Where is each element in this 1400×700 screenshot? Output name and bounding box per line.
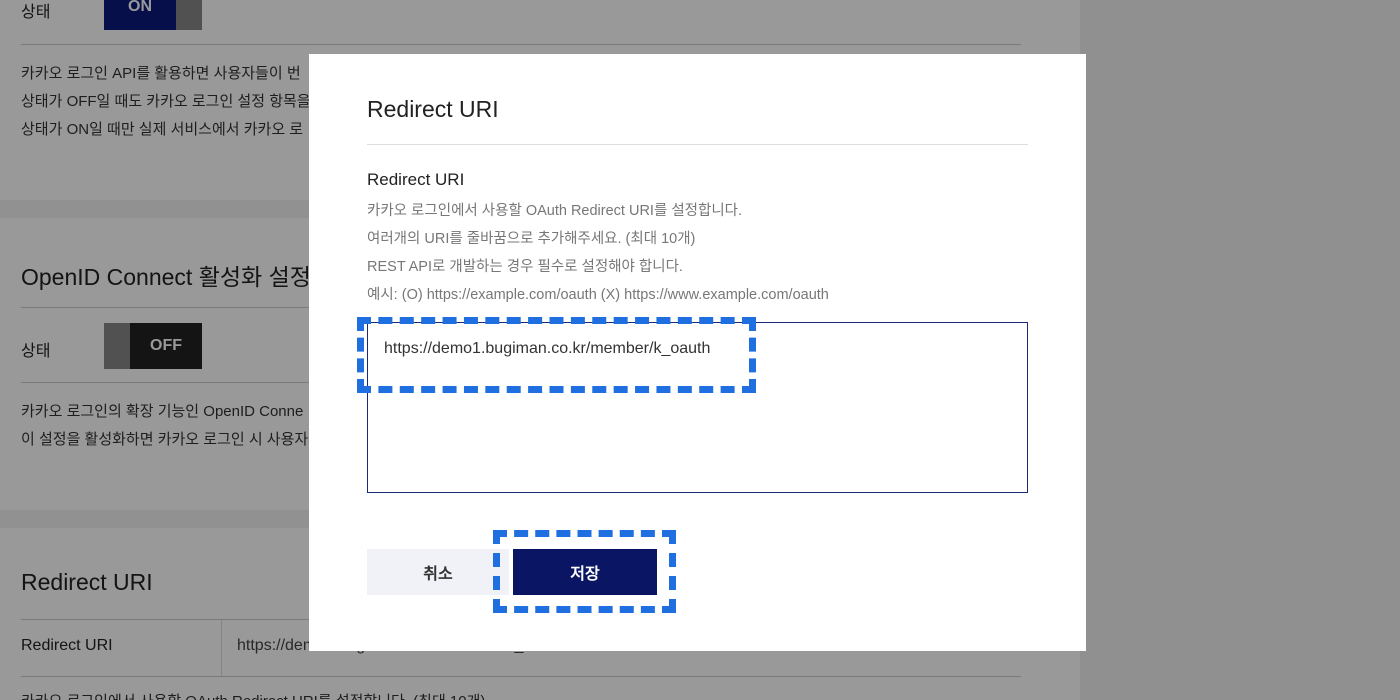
- modal-divider: [367, 144, 1028, 145]
- divider: [21, 676, 1021, 677]
- description-line: 상태가 OFF일 때도 카카오 로그인 설정 항목을: [21, 93, 311, 110]
- field-description: 카카오 로그인에서 사용할 OAuth Redirect URI를 설정합니다.…: [367, 197, 829, 309]
- redirect-section-title: Redirect URI: [21, 569, 153, 595]
- openid-toggle[interactable]: OFF: [104, 323, 202, 369]
- toggle-track: [104, 323, 130, 369]
- cancel-button[interactable]: 취소: [367, 549, 509, 595]
- description-line: 카카오 로그인에서 사용할 OAuth Redirect URI를 설정합니다.: [367, 203, 743, 219]
- description-line: 카카오 로그인 API를 활용하면 사용자들이 번: [21, 65, 301, 82]
- description-line: 여러개의 URI를 줄바꿈으로 추가해주세요. (최대 10개): [367, 231, 696, 247]
- modal-title: Redirect URI: [367, 96, 499, 122]
- description-line: 이 설정을 활성화하면 카카오 로그인 시 사용자: [21, 431, 309, 448]
- toggle-off-state: OFF: [130, 323, 202, 369]
- description-line: 상태가 ON일 때만 실제 서비스에서 카카오 로: [21, 121, 304, 138]
- openid-description: 카카오 로그인의 확장 기능인 OpenID Conne 이 설정을 활성화하면…: [21, 398, 308, 454]
- redirect-uri-modal: Redirect URI Redirect URI 카카오 로그인에서 사용할 …: [309, 54, 1086, 651]
- openid-section-title: OpenID Connect 활성화 설정: [21, 264, 311, 290]
- redirect-uri-textarea[interactable]: https://demo1.bugiman.co.kr/member/k_oau…: [367, 322, 1028, 493]
- kakao-login-status-label: 상태: [21, 4, 51, 21]
- redirect-description: 카카오 로그인에서 사용할 OAuth Redirect URI를 설정합니다.…: [21, 690, 485, 700]
- openid-status-label: 상태: [21, 343, 51, 360]
- description-line: REST API로 개발하는 경우 필수로 설정해야 합니다.: [367, 259, 683, 275]
- kakao-login-description: 카카오 로그인 API를 활용하면 사용자들이 번 상태가 OFF일 때도 카카…: [21, 60, 311, 144]
- toggle-on-state: ON: [104, 0, 176, 30]
- description-line: 카카오 로그인의 확장 기능인 OpenID Conne: [21, 403, 304, 420]
- divider: [21, 44, 1021, 45]
- background-side-area: [1080, 0, 1400, 700]
- save-button[interactable]: 저장: [513, 549, 657, 595]
- toggle-track: [176, 0, 202, 30]
- table-column-divider: [221, 620, 222, 676]
- field-title: Redirect URI: [367, 170, 465, 189]
- redirect-table-label: Redirect URI: [21, 637, 113, 654]
- description-line: 예시: (O) https://example.com/oauth (X) ht…: [367, 287, 829, 303]
- kakao-login-toggle[interactable]: ON: [104, 0, 202, 30]
